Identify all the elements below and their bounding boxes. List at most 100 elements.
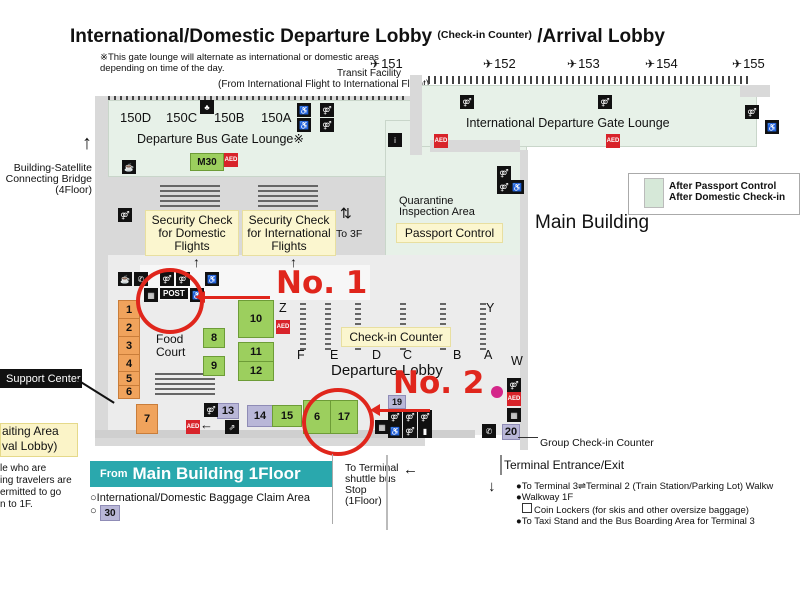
counter-14[interactable]: 14	[247, 405, 273, 427]
gate-150b[interactable]: 150B	[214, 110, 245, 125]
passport-control[interactable]: Passport Control	[396, 223, 503, 243]
counter-3[interactable]: 3	[118, 336, 140, 355]
up-arrow-icon: ↑	[82, 132, 92, 154]
legend-text: After Passport Control After Domestic Ch…	[669, 181, 786, 203]
aed-icon: AED	[507, 392, 521, 406]
gate-150d[interactable]: 150D	[120, 110, 152, 125]
leader-line	[518, 437, 538, 438]
counter-6[interactable]: 6	[118, 385, 140, 399]
counter-7[interactable]: 7	[136, 404, 158, 434]
departure-bus-lounge-label: Departure Bus Gate Lounge※	[137, 132, 304, 146]
title-main: International/Domestic Departure Lobby	[70, 26, 433, 47]
counter-10[interactable]: 10	[238, 300, 274, 338]
aed-icon: AED	[224, 153, 238, 167]
counter-12[interactable]: 12	[238, 361, 274, 381]
escalator-icon: ⇗	[225, 420, 239, 434]
counter-9[interactable]: 9	[203, 356, 225, 376]
locker-icon: ▦	[375, 420, 389, 434]
plane-icon: ✈	[483, 57, 494, 71]
restroom-icon: ⚤	[403, 424, 417, 438]
plane-icon: ✈	[370, 57, 381, 71]
to-3f: To 3F	[336, 228, 363, 240]
restroom-icon: ⚤	[418, 410, 432, 424]
counter-20[interactable]: 20	[502, 424, 520, 440]
restroom-icon: ♿	[510, 180, 524, 194]
no2-arrowhead	[370, 404, 380, 416]
counter-15[interactable]: 15	[272, 405, 302, 427]
checkin-counter-label: Check-in Counter	[341, 327, 451, 347]
transit-facility: Transit Facility	[284, 68, 454, 79]
restroom-icon: ⚤	[497, 166, 511, 180]
row-d: D	[372, 348, 382, 362]
wall-bottom	[95, 430, 475, 438]
counter-lines	[325, 300, 331, 350]
escalator-icon: ⇅	[340, 205, 352, 221]
no1-circle	[136, 268, 204, 334]
restroom-icon: ▮	[418, 424, 432, 438]
aed-icon: AED	[606, 134, 620, 148]
down-arrow-icon: ↓	[488, 478, 496, 495]
restroom-icon: ⚤	[320, 118, 334, 132]
wall	[410, 75, 422, 155]
aed-icon: AED	[186, 420, 200, 434]
bus-lounge-area	[108, 100, 422, 177]
restroom-icon: ♿	[297, 103, 311, 117]
food-court-label: Food Court	[156, 332, 186, 359]
to-terminal-stop: To Terminal shuttle bus Stop (1Floor)	[345, 462, 399, 507]
counter-19[interactable]: 19	[388, 395, 406, 409]
directions-list: ●To Terminal 3⇌Terminal 2 (Train Station…	[516, 481, 774, 527]
departure-lobby-label: Departure Lobby	[331, 362, 443, 379]
counter-lines	[480, 300, 486, 350]
quarantine-label: Quarantine Inspection Area	[399, 195, 475, 218]
locker-icon	[522, 503, 532, 513]
info-icon: i	[388, 133, 402, 147]
restroom-icon: ♿	[297, 118, 311, 132]
left-arrow-icon: ←	[403, 461, 418, 478]
counter-11[interactable]: 11	[238, 342, 274, 362]
baggage-counter-30[interactable]: 30	[100, 505, 120, 521]
no2-circle	[302, 388, 374, 456]
gate-151[interactable]: ✈151	[370, 56, 403, 71]
row-a: A	[484, 348, 493, 362]
locker-icon: ▦	[507, 408, 521, 422]
counter-8[interactable]: 8	[203, 328, 225, 348]
row-z: Z	[279, 301, 287, 315]
smoking-icon: ☕	[122, 160, 136, 174]
no2-label: No. 2	[393, 365, 485, 401]
row-f: F	[297, 348, 305, 362]
divider	[386, 455, 388, 530]
counter-2[interactable]: 2	[118, 318, 140, 337]
restroom-icon: ⚤	[497, 180, 511, 194]
no1-arrow	[205, 296, 270, 299]
up-arrow-icon: ↑	[290, 254, 297, 270]
restroom-icon: ♿	[765, 120, 779, 134]
waiting-area-panel	[0, 423, 78, 457]
gate-152[interactable]: ✈152	[483, 56, 516, 71]
smoking-icon: ☕	[118, 272, 132, 286]
title-paren: (Check-in Counter)	[437, 29, 532, 41]
gate-154[interactable]: ✈154	[645, 56, 678, 71]
gate-153[interactable]: ✈153	[567, 56, 600, 71]
transit-title: Transit Facility	[336, 68, 402, 79]
main-building-1f-banner: From Main Building 1Floor	[90, 461, 332, 487]
gate-150a[interactable]: 150A	[261, 110, 292, 125]
restroom-icon: ⚤	[118, 208, 132, 222]
plane-icon: ✈	[567, 57, 578, 71]
counter-13[interactable]: 13	[217, 403, 239, 419]
waiting-area-label: aiting Area val Lobby)	[2, 424, 59, 453]
gate-150c[interactable]: 150C	[166, 110, 198, 125]
plane-icon: ✈	[645, 57, 656, 71]
gate-155[interactable]: ✈155	[732, 56, 765, 71]
support-center-tag[interactable]: Support Center	[0, 369, 82, 388]
counter-lines	[440, 300, 446, 350]
aed-icon: AED	[434, 134, 448, 148]
restroom-icon: ⚤	[745, 105, 759, 119]
legend-swatch	[644, 178, 664, 208]
m30-counter[interactable]: M30	[190, 153, 224, 171]
row-y: Y	[486, 301, 495, 315]
terminal-entrance-label: Terminal Entrance/Exit	[504, 458, 625, 472]
walkway-stripes	[108, 96, 408, 100]
transit-subtitle: (From International Flight to Internatio…	[218, 79, 430, 90]
